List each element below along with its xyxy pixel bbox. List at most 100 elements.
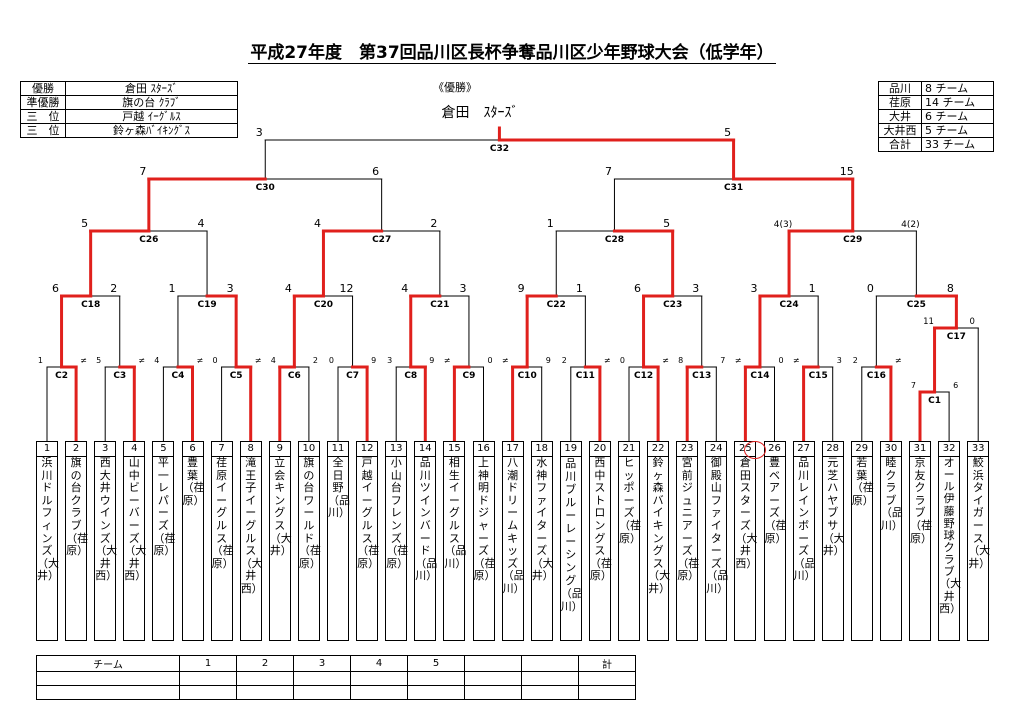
- match-label: C19: [197, 300, 216, 310]
- match-label: C22: [547, 300, 566, 310]
- team-number: 20: [589, 442, 610, 457]
- match-score-left: ≠: [735, 356, 742, 365]
- match-score-right: 12: [340, 282, 354, 295]
- team-number: 19: [560, 442, 581, 457]
- match-score-left: 2: [562, 356, 567, 365]
- match-score-left: 1: [38, 356, 43, 365]
- award-row: 三 位鈴ヶ森ﾊﾞｲｷﾝｸﾞｽ: [20, 123, 238, 138]
- team-name: 八潮ドリームキッズ（品川）: [502, 456, 525, 595]
- team-name: 浜川ドルフィンズ（大井）: [37, 456, 59, 583]
- match-label: C17: [947, 332, 966, 342]
- match-score-left: 6: [634, 282, 641, 295]
- team-number: 10: [298, 442, 319, 457]
- match-score-left: 4: [285, 282, 292, 295]
- score-row: [36, 685, 636, 700]
- match-score-left: 1: [168, 282, 175, 295]
- page-title: 平成27年度 第37回品川区長杯争奪品川区少年野球大会（低学年）: [248, 43, 776, 64]
- match-label: C26: [139, 235, 158, 245]
- team-name: 平一レパーズ（荏原）: [153, 456, 176, 558]
- match-score-left: 9: [518, 282, 525, 295]
- team-name: 元芝ハヤブサ（大井）: [822, 456, 845, 558]
- match-label: C7: [346, 371, 359, 381]
- team-number: 33: [968, 442, 989, 457]
- team-number: 8: [240, 442, 261, 457]
- team-name: 京友クラブ（荏原）: [910, 456, 932, 545]
- team-number: 24: [706, 442, 727, 457]
- match-label: C5: [230, 371, 243, 381]
- match-score-left: 7: [911, 381, 916, 390]
- match-score-left: ≠: [793, 356, 800, 365]
- team-number: 7: [211, 442, 232, 457]
- match-score-left: ≠: [502, 356, 509, 365]
- match-score-right: 0: [969, 317, 974, 327]
- team-number: 29: [851, 442, 872, 457]
- team-number: 3: [95, 442, 116, 457]
- match-score-left: 2: [853, 356, 858, 365]
- team-name: 全日野（品川）: [328, 456, 350, 520]
- match-score-left: 0: [329, 356, 334, 365]
- match-label: C12: [634, 371, 653, 381]
- match-label: C4: [172, 371, 185, 381]
- match-score-left: 0: [213, 356, 218, 365]
- team-name: ヒッポーズ（荏原）: [619, 456, 641, 545]
- team-number: 12: [357, 442, 378, 457]
- team-number: 18: [531, 442, 552, 457]
- match-score-right: 3: [459, 282, 466, 295]
- match-label: C14: [750, 371, 769, 381]
- match-label: C21: [430, 300, 449, 310]
- team-number: 21: [619, 442, 639, 457]
- awards-table: 優勝倉田 ｽﾀｰｽﾞ 準優勝旗の台 ｸﾗﾌﾞ 三 位戸越 ｲｰｸﾞﾙｽ 三 位鈴…: [20, 81, 238, 138]
- champion-highlight-circle: [744, 441, 766, 459]
- match-label: C13: [692, 371, 711, 381]
- match-label: C3: [113, 371, 126, 381]
- team-number: 13: [386, 442, 407, 457]
- match-score-right: 2: [313, 356, 318, 365]
- match-score-right: 9: [371, 356, 376, 365]
- match-score-left: 4: [154, 356, 159, 365]
- match-label: C27: [372, 235, 391, 245]
- match-label: C9: [463, 371, 476, 381]
- team-number: 6: [182, 442, 203, 457]
- team-name: 上神明ドジャーズ（荏原）: [473, 456, 496, 583]
- team-name: 宮前ジュニアーズ（荏原）: [677, 456, 700, 583]
- match-score-left: 3: [256, 126, 263, 139]
- match-label: C8: [404, 371, 417, 381]
- team-number: 11: [328, 442, 348, 457]
- team-number: 22: [648, 442, 669, 457]
- match-score-right: 0: [488, 356, 493, 365]
- team-name: 旗の台ワールド（荏原）: [298, 456, 321, 570]
- award-row: 優勝倉田 ｽﾀｰｽﾞ: [20, 81, 238, 96]
- match-score-right: 6: [953, 381, 958, 390]
- match-score-right: ≠: [604, 356, 611, 365]
- match-score-right: 3: [227, 282, 234, 295]
- match-score-left: 1: [547, 217, 554, 230]
- match-label: C1: [928, 396, 941, 406]
- team-number: 23: [677, 442, 698, 457]
- match-score-left: 4: [314, 217, 321, 230]
- match-score-right: ≠: [138, 356, 145, 365]
- match-score-right: ≠: [895, 356, 902, 365]
- match-score-right: 0: [779, 356, 784, 365]
- team-number: 32: [939, 442, 960, 457]
- team-name: 鮫浜タイガース（大井）: [968, 456, 991, 570]
- match-score-right: 1: [809, 282, 816, 295]
- champion-label: 《優勝》: [433, 81, 477, 94]
